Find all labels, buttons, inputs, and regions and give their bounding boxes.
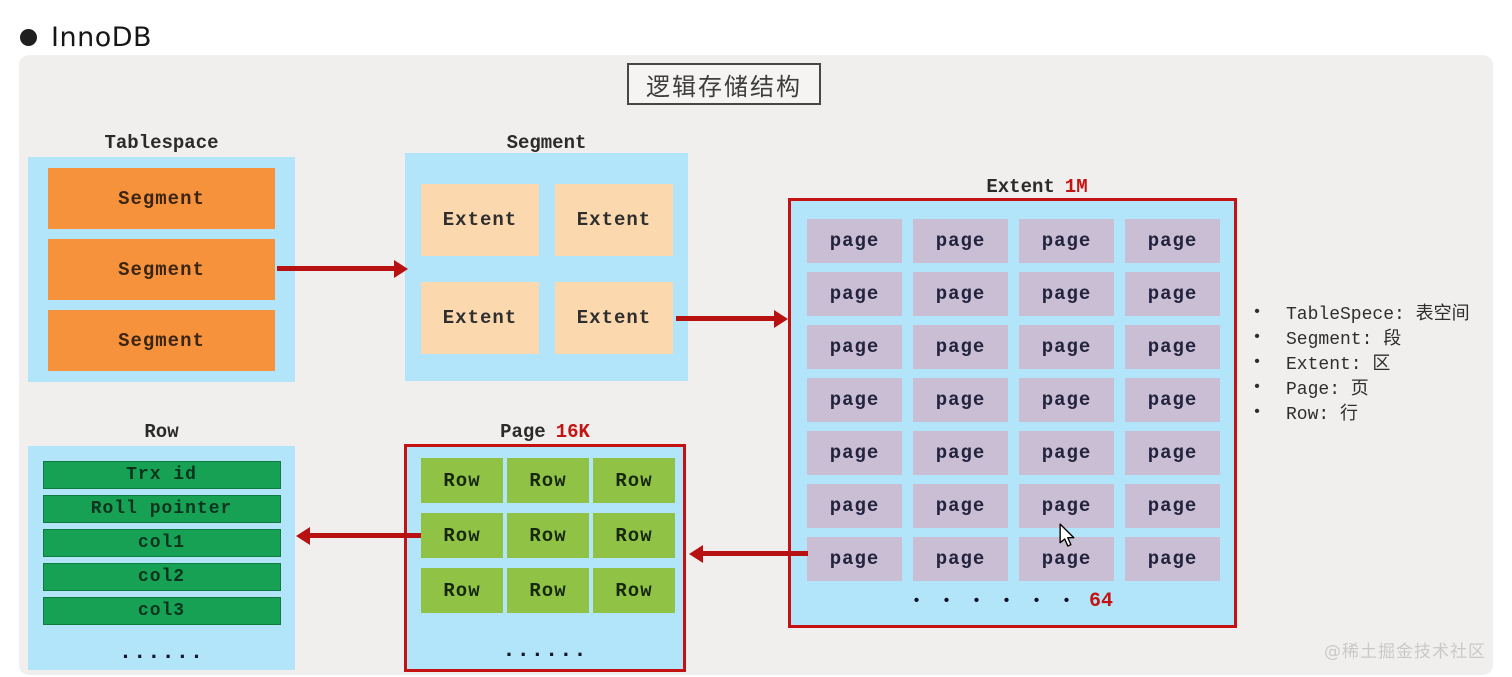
- page-cell: page: [1019, 272, 1114, 316]
- mouse-cursor-icon: [1056, 523, 1078, 551]
- page-label-text: Page: [500, 421, 546, 443]
- extent-total-count: 64: [1089, 590, 1114, 613]
- pages-grid: page page page page page page page page …: [791, 201, 1234, 581]
- legend-bullet-icon: •: [1252, 302, 1262, 321]
- row-field-bar: Trx id: [42, 461, 281, 489]
- page-cell: page: [1019, 219, 1114, 263]
- legend-item-text: Segment: 段: [1286, 329, 1402, 350]
- rows-grid: Row Row Row Row Row Row Row Row Row: [407, 447, 683, 613]
- segment-box: Extent Extent Extent Extent: [405, 153, 688, 381]
- row-field-bar: Roll pointer: [42, 495, 281, 523]
- legend-item-text: Row: 行: [1286, 404, 1359, 425]
- page-cell: page: [807, 325, 902, 369]
- legend-bullet-icon: •: [1252, 377, 1262, 396]
- row-cell: Row: [507, 458, 589, 503]
- page-cell: page: [913, 431, 1008, 475]
- segment-bar: Segment: [48, 239, 275, 300]
- page-cell: page: [807, 537, 902, 581]
- row-field-bar: col1: [42, 529, 281, 557]
- legend-item-text: TableSpece: 表空间: [1286, 304, 1470, 325]
- extent-cell: Extent: [421, 184, 539, 256]
- page-size-text: 16K: [555, 421, 590, 443]
- bullet-icon: [20, 29, 37, 46]
- extent-cell: Extent: [555, 184, 673, 256]
- page-title: InnoDB: [20, 22, 152, 53]
- arrowhead-left-icon: [689, 545, 703, 563]
- legend-item-text: Page: 页: [1286, 379, 1369, 400]
- watermark: @稀土掘金技术社区: [1324, 642, 1486, 662]
- legend-bullet-icon: •: [1252, 352, 1262, 371]
- page-box: Row Row Row Row Row Row Row Row Row ....…: [404, 444, 686, 672]
- page-cell: page: [1019, 431, 1114, 475]
- legend-item: • Segment: 段: [1248, 324, 1470, 350]
- page-cell: page: [913, 325, 1008, 369]
- page-cell: page: [1125, 219, 1220, 263]
- legend-item: • Extent: 区: [1248, 349, 1470, 375]
- row-label: Row: [144, 421, 179, 443]
- page-cell: page: [807, 431, 902, 475]
- page-cell: page: [1125, 484, 1220, 528]
- extent-cell: Extent: [421, 282, 539, 354]
- arrow-segment-to-extent: [676, 316, 775, 321]
- extent-label-text: Extent: [986, 176, 1055, 198]
- arrowhead-left-icon: [296, 527, 310, 545]
- row-cell: Row: [421, 568, 503, 613]
- tablespace-label: Tablespace: [104, 132, 219, 154]
- extent-size-text: 1M: [1064, 176, 1088, 198]
- page-cell: page: [807, 484, 902, 528]
- segment-bar: Segment: [48, 310, 275, 371]
- arrow-page-to-row: [310, 533, 421, 538]
- row-cell: Row: [421, 458, 503, 503]
- row-field-bar: col2: [42, 563, 281, 591]
- extent-dots-row: • • • • • • 64: [791, 590, 1234, 613]
- arrow-tablespace-to-segment: [277, 266, 395, 271]
- page-title-text: InnoDB: [51, 22, 153, 53]
- ellipsis-dots: • • • • • •: [911, 593, 1077, 610]
- segment-label: Segment: [506, 132, 587, 154]
- extent-label: Extent 1M: [937, 176, 1137, 198]
- page-cell: page: [913, 219, 1008, 263]
- row-cell: Row: [507, 568, 589, 613]
- legend-bullet-icon: •: [1252, 327, 1262, 346]
- row-cell: Row: [507, 513, 589, 558]
- page-cell: page: [1125, 378, 1220, 422]
- row-box: Trx id Roll pointer col1 col2 col3: [28, 446, 295, 670]
- page-cell: page: [807, 378, 902, 422]
- page-cell: page: [913, 537, 1008, 581]
- page-cell: page: [1125, 537, 1220, 581]
- page-cell: page: [1019, 378, 1114, 422]
- row-cell: Row: [421, 513, 503, 558]
- page-cell: page: [807, 272, 902, 316]
- page-cell: page: [1019, 484, 1114, 528]
- page-cell: page: [1125, 325, 1220, 369]
- page-label: Page 16K: [404, 421, 686, 443]
- extent-cell: Extent: [555, 282, 673, 354]
- arrowhead-right-icon: [774, 310, 788, 328]
- row-cell: Row: [593, 458, 675, 503]
- arrowhead-right-icon: [394, 260, 408, 278]
- row-ellipsis-dots: ......: [118, 640, 205, 665]
- row-cell: Row: [593, 513, 675, 558]
- legend-item: • Page: 页: [1248, 374, 1470, 400]
- page-cell: page: [1125, 272, 1220, 316]
- page-cell: page: [913, 272, 1008, 316]
- row-field-bar: col3: [42, 597, 281, 625]
- arrow-extent-to-page: [703, 551, 808, 556]
- diagram-heading: 逻辑存储结构: [627, 63, 821, 105]
- page-cell: page: [913, 378, 1008, 422]
- page-cell: page: [1019, 325, 1114, 369]
- legend-item: • Row: 行: [1248, 399, 1470, 425]
- legend: • TableSpece: 表空间 • Segment: 段 • Extent:…: [1248, 299, 1470, 425]
- legend-bullet-icon: •: [1252, 402, 1262, 421]
- page-ellipsis-dots: ......: [502, 638, 588, 663]
- tablespace-box: Segment Segment Segment: [28, 157, 295, 382]
- row-cell: Row: [593, 568, 675, 613]
- page-cell: page: [913, 484, 1008, 528]
- segment-bar: Segment: [48, 168, 275, 229]
- extent-box: page page page page page page page page …: [788, 198, 1237, 628]
- legend-item: • TableSpece: 表空间: [1248, 299, 1470, 325]
- legend-item-text: Extent: 区: [1286, 354, 1391, 375]
- page-cell: page: [1125, 431, 1220, 475]
- page-cell: page: [807, 219, 902, 263]
